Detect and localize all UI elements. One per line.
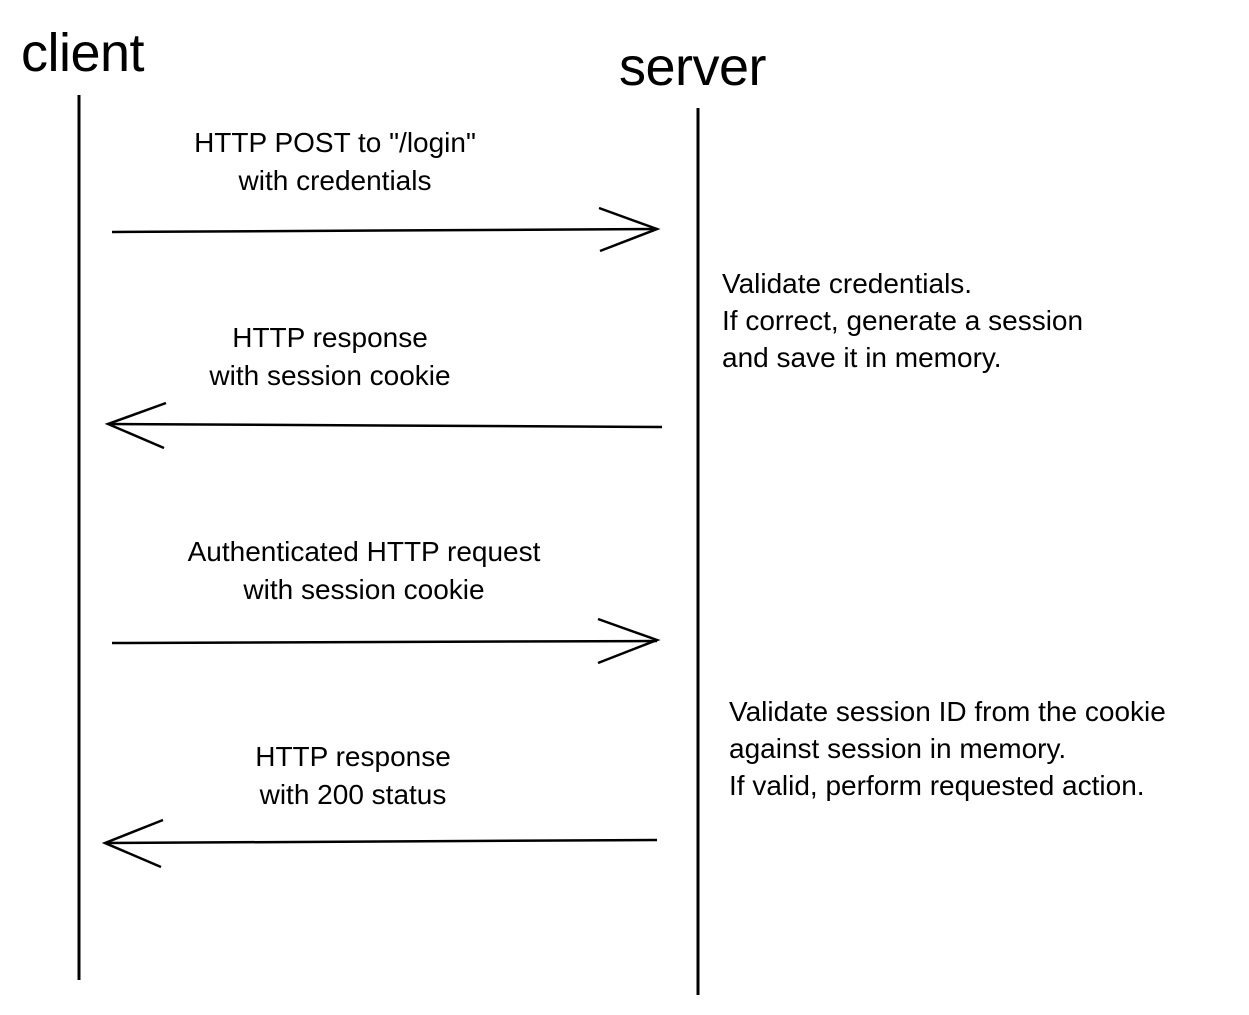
- actor-label-server: server: [619, 37, 767, 97]
- message-label-3-line-1: Authenticated HTTP request: [187, 536, 541, 567]
- message-arrow-4-head: [101, 818, 164, 869]
- server-note-2-line-2: against session in memory.: [729, 733, 1067, 764]
- message-arrow-2-head: [104, 401, 167, 450]
- message-label-2-line-1: HTTP response: [232, 322, 428, 353]
- message-label-4-line-1: HTTP response: [255, 741, 451, 772]
- message-label-1-line-1: HTTP POST to "/login": [194, 127, 476, 158]
- message-arrow-2: [104, 401, 663, 450]
- server-note-1: Validate credentials. If correct, genera…: [722, 265, 1083, 376]
- message-arrow-1: [111, 206, 661, 253]
- server-note-1-line-2: If correct, generate a session: [722, 305, 1084, 336]
- actor-label-client: client: [21, 23, 145, 83]
- message-arrow-2-line: [107, 422, 663, 429]
- server-note-1-line-1: Validate credentials.: [722, 268, 973, 299]
- message-arrow-4: [101, 818, 658, 869]
- message-label-4: HTTP response with 200 status: [103, 738, 603, 814]
- server-note-1-line-3: and save it in memory.: [722, 342, 1002, 373]
- message-label-2: HTTP response with session cookie: [80, 319, 580, 395]
- message-arrow-3: [111, 617, 661, 665]
- server-note-2-line-1: Validate session ID from the cookie: [729, 696, 1166, 727]
- server-note-2-line-3: If valid, perform requested action.: [729, 770, 1145, 801]
- message-arrow-4-line: [104, 838, 658, 845]
- message-label-3: Authenticated HTTP request with session …: [114, 533, 614, 609]
- message-label-1: HTTP POST to "/login" with credentials: [85, 124, 585, 200]
- message-label-1-line-2: with credentials: [238, 165, 432, 196]
- message-label-2-line-2: with session cookie: [209, 360, 451, 391]
- message-arrow-1-head: [598, 206, 661, 253]
- message-label-3-line-2: with session cookie: [243, 574, 485, 605]
- server-note-2: Validate session ID from the cookie agai…: [729, 693, 1166, 804]
- message-label-4-line-2: with 200 status: [259, 779, 447, 810]
- message-arrow-3-line: [111, 639, 658, 645]
- message-arrow-1-line: [111, 227, 658, 234]
- message-arrow-3-head: [597, 617, 661, 665]
